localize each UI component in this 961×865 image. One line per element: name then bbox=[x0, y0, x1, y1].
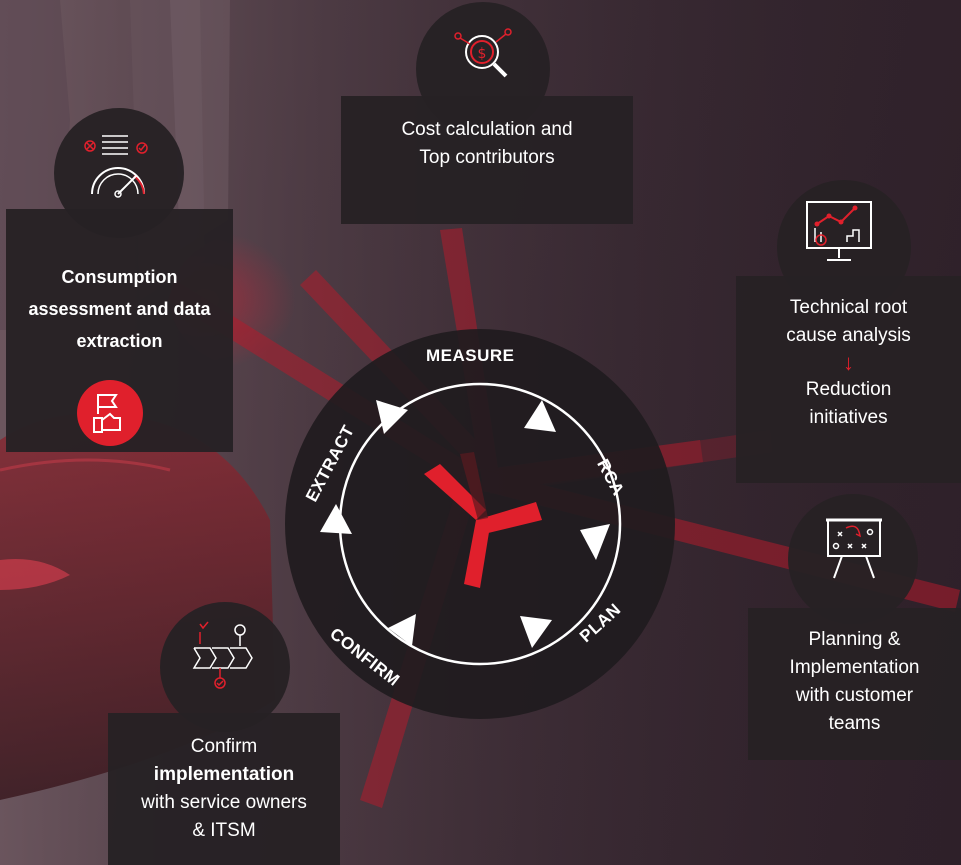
technical-card: Technical root cause analysis ↓ Reductio… bbox=[736, 276, 961, 483]
consumption-card-line3: extraction bbox=[76, 331, 163, 351]
consumption-card-line1: Consumption bbox=[61, 267, 178, 287]
planning-card-line1: Planning & bbox=[808, 629, 901, 650]
logo-mark bbox=[424, 464, 542, 588]
hand-flag-icon bbox=[93, 394, 121, 433]
confirm-card: Confirm implementation with service owne… bbox=[108, 713, 340, 865]
cycle-graphic bbox=[285, 329, 675, 719]
cost-card-line2: Top contributors bbox=[419, 147, 555, 168]
cycle-diagram: MEASURE RCA PLAN CONFIRM EXTRACT bbox=[280, 324, 680, 724]
cycle-arrow-4 bbox=[520, 616, 552, 648]
cost-card: Cost calculation and Top contributors bbox=[341, 96, 633, 224]
technical-card-line4: initiatives bbox=[809, 407, 888, 428]
confirm-card-line4: & ITSM bbox=[192, 820, 256, 841]
planning-card: Planning & Implementation with customer … bbox=[748, 608, 961, 760]
technical-card-line1: Technical root bbox=[789, 297, 908, 318]
svg-text:$: $ bbox=[478, 46, 487, 62]
consumption-card-line2: assessment and data bbox=[28, 299, 211, 319]
down-arrow-icon: ↓ bbox=[843, 350, 854, 375]
analytics-monitor-icon bbox=[806, 201, 872, 261]
cycle-arrow-5 bbox=[388, 614, 416, 646]
confirm-icon-bubble bbox=[160, 602, 290, 732]
speedometer-checklist-icon bbox=[84, 135, 148, 198]
extract-badge bbox=[77, 380, 143, 446]
technical-card-line3: Reduction bbox=[805, 379, 892, 400]
cycle-arrow-3 bbox=[580, 524, 610, 560]
planning-card-line4: teams bbox=[828, 713, 881, 734]
technical-card-line2: cause analysis bbox=[786, 325, 911, 346]
cycle-arrow-2 bbox=[524, 400, 556, 432]
planning-icon-bubble bbox=[788, 494, 918, 624]
cost-card-line1: Cost calculation and bbox=[401, 119, 573, 140]
dollar-search-icon: $ bbox=[454, 28, 512, 78]
cycle-arrow-1 bbox=[376, 400, 408, 434]
confirm-card-line2: implementation bbox=[153, 764, 295, 785]
confirm-card-line3: with service owners bbox=[141, 792, 307, 813]
planning-card-line2: Implementation bbox=[789, 657, 920, 678]
cycle-arrow-6 bbox=[320, 504, 352, 534]
confirm-card-line1: Confirm bbox=[190, 736, 258, 757]
stage-measure: MEASURE bbox=[426, 346, 515, 365]
process-flow-icon bbox=[192, 621, 253, 689]
planning-card-line3: with customer bbox=[795, 685, 914, 706]
strategy-board-icon bbox=[826, 518, 882, 579]
